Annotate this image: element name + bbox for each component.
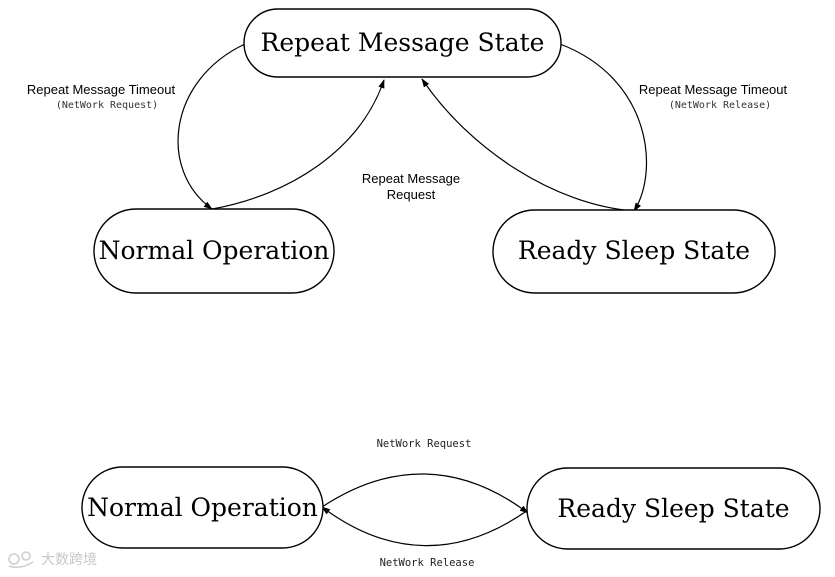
watermark-logo-icon [8, 551, 34, 569]
state-label: Ready Sleep State [557, 494, 789, 523]
edge-repeat-to-sleep [559, 43, 648, 212]
edge-normal-to-repeat [211, 79, 385, 210]
state-normal-operation: Normal Operation [93, 208, 335, 294]
edge-repeat-to-normal [177, 43, 246, 210]
state-label: Normal Operation [87, 493, 318, 522]
edge-release [321, 506, 529, 547]
label-network-release: NetWork Release [380, 557, 475, 569]
watermark-text: 大数跨境 [41, 552, 97, 568]
state-ready-sleep: Ready Sleep State [492, 209, 776, 294]
top-diagram: Repeat Message State Normal Operation Re… [27, 8, 788, 294]
state-normal-operation: Normal Operation [81, 466, 324, 549]
state-label: Repeat Message State [261, 28, 545, 57]
state-ready-sleep: Ready Sleep State [526, 467, 821, 550]
state-label: Ready Sleep State [518, 236, 750, 265]
label-network-request-left: (NetWork Request) [56, 100, 158, 111]
label-repeat-request-line1: Repeat Message [362, 171, 460, 186]
bottom-diagram: Normal Operation Ready Sleep State NetWo… [81, 438, 821, 569]
label-repeat-timeout-right: Repeat Message Timeout [639, 82, 788, 97]
label-repeat-request-line2: Request [387, 187, 436, 202]
label-network-release-right: (NetWork Release) [669, 100, 771, 111]
state-label: Normal Operation [99, 236, 330, 265]
label-network-request: NetWork Request [377, 438, 472, 450]
label-repeat-timeout-left: Repeat Message Timeout [27, 82, 176, 97]
edge-request [321, 473, 529, 514]
edge-sleep-to-repeat [421, 78, 635, 212]
watermark: 大数跨境 [8, 551, 97, 569]
state-repeat-message: Repeat Message State [243, 8, 562, 78]
